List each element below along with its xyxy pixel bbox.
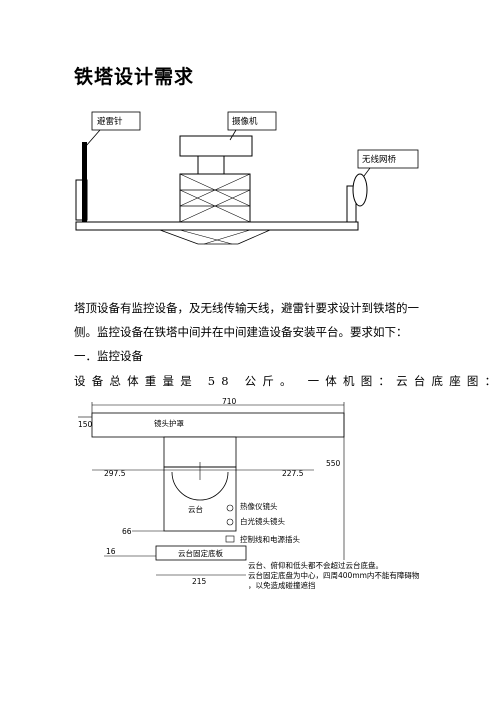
tower-beam	[75, 221, 359, 231]
antenna-label: 无线网桥	[362, 154, 397, 165]
camera-label: 摄像机	[232, 116, 258, 127]
antenna-dish	[352, 173, 368, 207]
rod-base	[75, 179, 88, 221]
rod-label: 避雷针	[97, 116, 123, 127]
rod-label-box	[91, 111, 141, 131]
section-heading-1: 一．监控设备	[74, 349, 143, 363]
weight-line: 设备总体重量是 58 公斤。 一体机图：云台底座图：	[74, 374, 496, 388]
antenna-label-box	[357, 149, 419, 169]
camera-label-box	[227, 111, 277, 131]
camera-body	[179, 135, 253, 157]
equipment-platform	[179, 173, 251, 223]
lightning-rod	[82, 142, 87, 224]
document-title: 铁塔设计需求	[74, 66, 195, 88]
camera-pan	[197, 155, 225, 175]
paragraph-1: 塔顶设备有监控设备，及无线传输天线，避雷针要求设计到铁塔的一侧。监控设备在铁塔中…	[74, 301, 419, 339]
